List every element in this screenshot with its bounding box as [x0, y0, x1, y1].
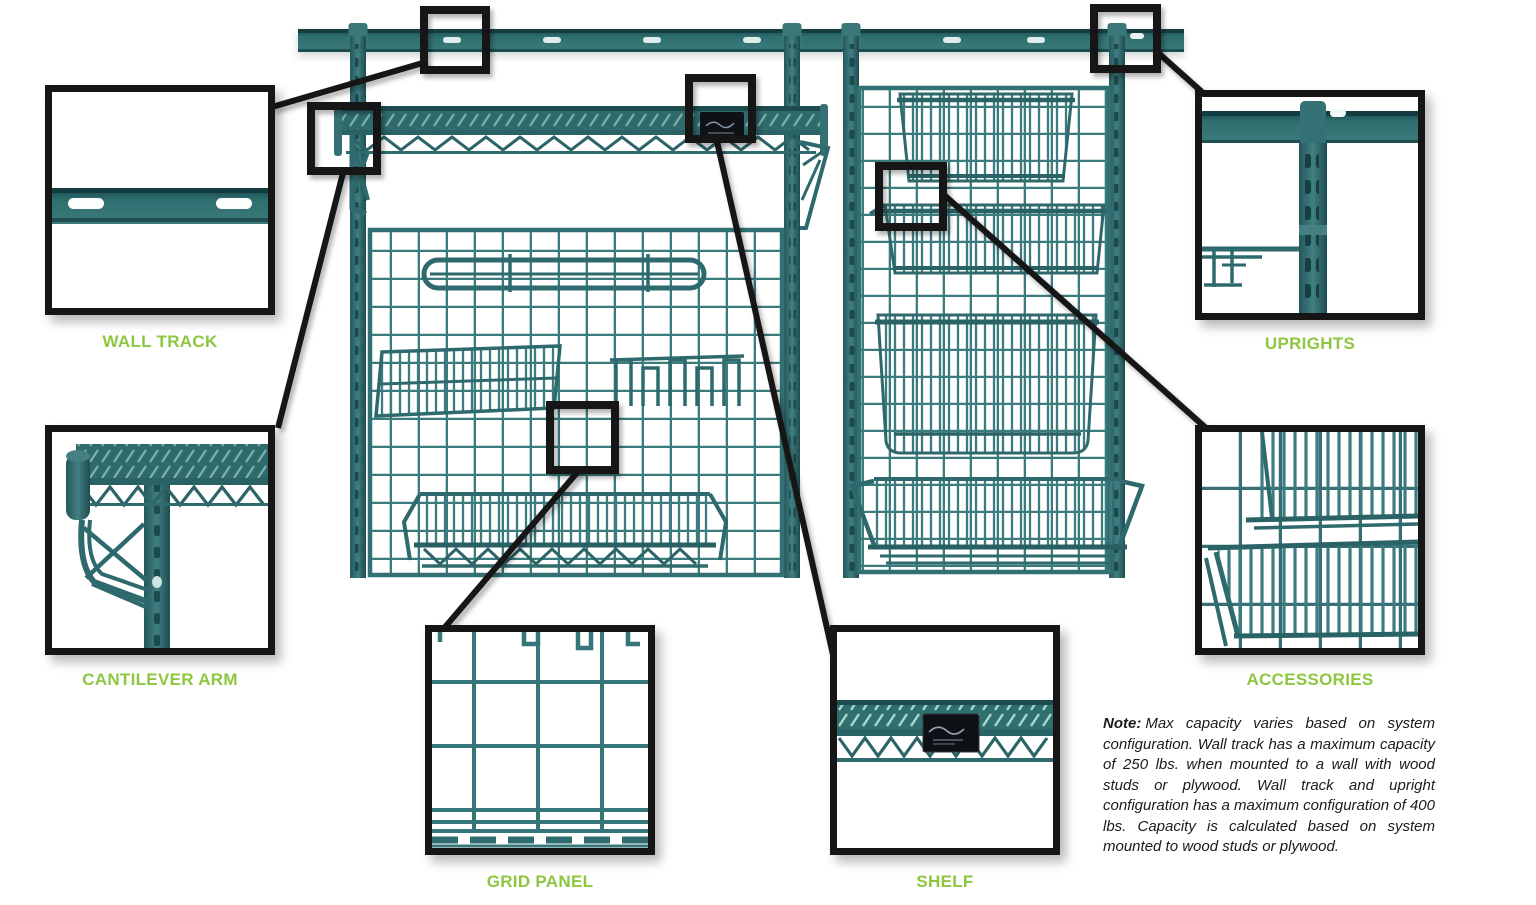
grid-panel-detail-box: [425, 625, 655, 855]
callout-marker-accessories: [875, 162, 947, 231]
grid-shelf-accessory: [401, 492, 729, 568]
basket-lower-closeup: [1204, 539, 1418, 647]
wall-track-detail-box: [45, 85, 275, 315]
cantilever-arm-closeup: [66, 444, 268, 648]
accessories-label: ACCESSORIES: [1246, 670, 1374, 689]
callout-marker-grid-panel: [546, 401, 619, 474]
wire-shelf-image: [334, 104, 828, 156]
wire-basket-top: [897, 92, 1075, 183]
callout-markers: [307, 4, 1161, 474]
wire-basket-middle: [868, 203, 1107, 275]
basket-upper-closeup: [1245, 432, 1418, 530]
shelf-brand-plate: [700, 112, 744, 142]
callout-line-accessories: [941, 191, 1208, 431]
accessories-detail-box: [1195, 425, 1425, 655]
callout-lines: [271, 47, 1208, 669]
callout-line-grid-panel: [425, 466, 584, 649]
wire-basket-bottom: [848, 477, 1146, 565]
basket-rim-closeup: [432, 820, 648, 848]
cantilever-arms-image: [349, 134, 831, 230]
wire-basket-large: [875, 313, 1099, 455]
uprights-label: UPRIGHTS: [1264, 334, 1356, 353]
callout-marker-shelf: [685, 74, 756, 143]
note-body: Max capacity varies based on system conf…: [1103, 715, 1435, 855]
cantilever-arm-label: CANTILEVER ARM: [82, 670, 238, 689]
callout-marker-uprights: [1090, 4, 1161, 73]
callout-line-uprights: [1153, 47, 1204, 95]
upright-post: [841, 23, 861, 578]
shelf-brand-plate-closeup: [922, 713, 980, 753]
wall-track-image: [298, 29, 1184, 52]
grid-panel-closeup: [432, 632, 648, 848]
grid-panel-label: GRID PANEL: [486, 872, 594, 891]
shelf-closeup: [837, 700, 1053, 762]
uprights-closeup: [1202, 101, 1418, 313]
cantilever-arm-detail-box: [45, 425, 275, 655]
callout-line-cantilever-arm: [275, 168, 347, 429]
wall-track-closeup: [52, 188, 268, 224]
grid-accessories-image: [374, 254, 745, 568]
callout-line-shelf: [713, 136, 839, 669]
utensil-basket-accessory: [374, 344, 562, 418]
divider-hooks-accessory: [609, 354, 745, 406]
uprights-detail-box: [1195, 90, 1425, 320]
note-prefix: Note:: [1103, 715, 1142, 732]
callout-line-wall-track: [271, 59, 427, 110]
accessories-closeup: [1202, 432, 1418, 648]
callout-marker-wall-track: [420, 6, 490, 74]
shelf-detail-box: [830, 625, 1060, 855]
upright-post: [1107, 23, 1127, 578]
hanging-hooks-closeup: [437, 632, 640, 651]
wall-track-label: WALL TRACK: [102, 332, 218, 351]
wire-baskets-image: [848, 92, 1146, 565]
towel-bar-accessory: [421, 254, 707, 292]
shelf-label: SHELF: [916, 872, 974, 891]
capacity-note: Note:Max capacity varies based on system…: [1103, 714, 1435, 858]
callout-marker-cantilever-arm: [307, 102, 381, 175]
